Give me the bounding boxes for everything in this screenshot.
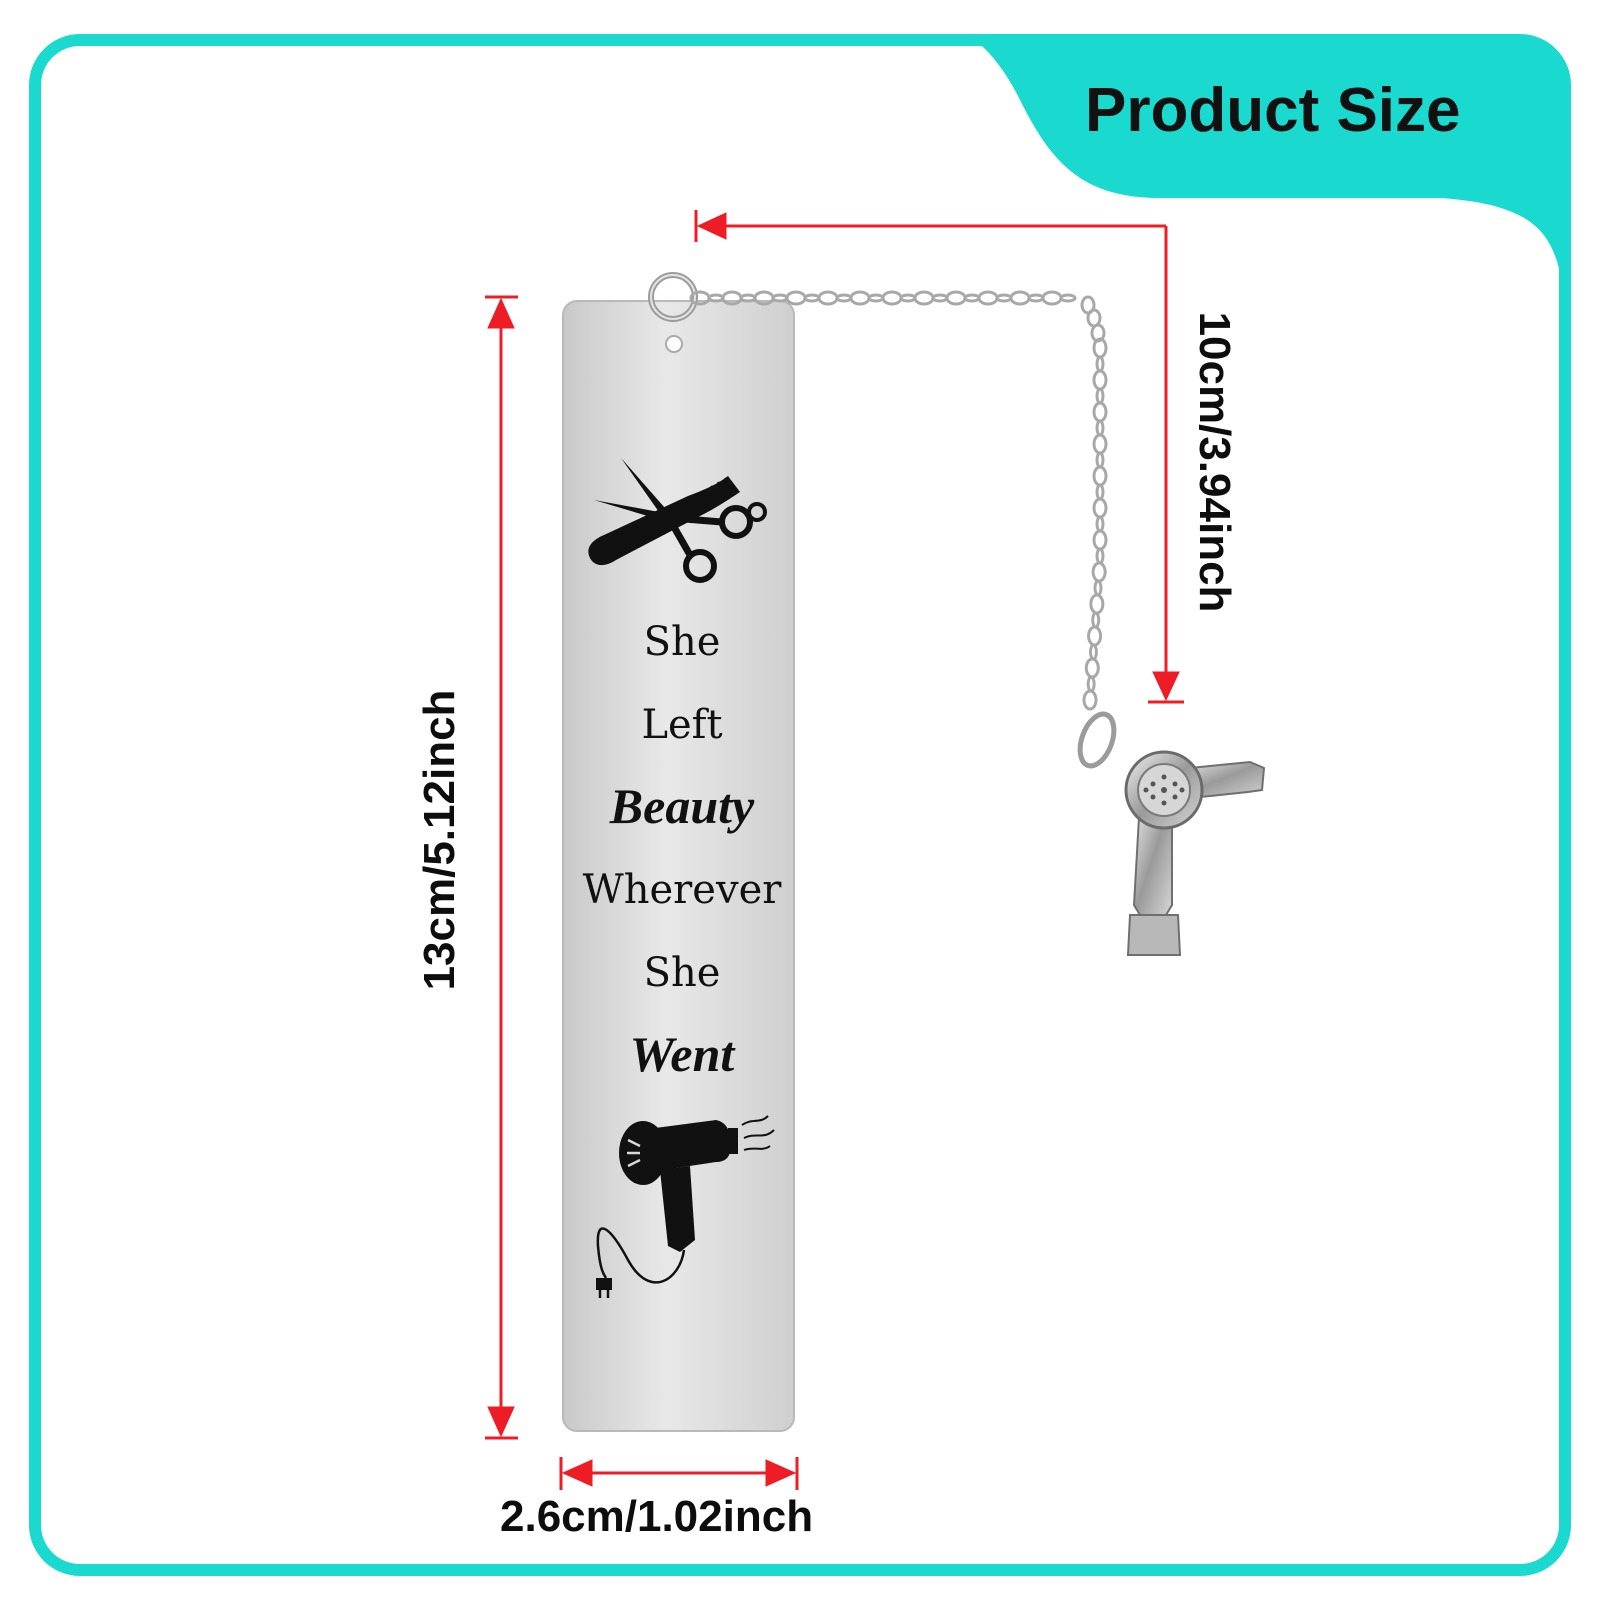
height-dimension-label: 13cm/5.12inch bbox=[415, 689, 464, 991]
chain-link bbox=[803, 293, 821, 303]
chain-link bbox=[1095, 419, 1105, 437]
chain-link bbox=[899, 293, 917, 303]
chain-link bbox=[785, 290, 807, 306]
bookmark-text-line: Wherever bbox=[582, 867, 782, 913]
chain-link bbox=[1092, 529, 1108, 551]
chain-link bbox=[1009, 290, 1031, 306]
height-arrow bbox=[485, 295, 518, 1440]
chain-link bbox=[1095, 387, 1105, 405]
bookmark-text-line: Left bbox=[641, 702, 723, 748]
ring-icon bbox=[648, 272, 698, 322]
chain-link bbox=[1089, 593, 1105, 615]
chain-link bbox=[1088, 643, 1098, 661]
chain-link bbox=[707, 293, 725, 303]
chain-link bbox=[995, 293, 1013, 303]
chain-length-label: 10cm/3.94inch bbox=[1190, 311, 1239, 613]
chain-link bbox=[1092, 465, 1108, 487]
chain-link bbox=[963, 293, 981, 303]
chain-link bbox=[739, 293, 757, 303]
teal-frame bbox=[29, 34, 1571, 1576]
chain-link bbox=[835, 293, 853, 303]
bookmark-text-line: She bbox=[643, 950, 721, 996]
chain-link bbox=[1093, 579, 1103, 597]
chain-link bbox=[1087, 625, 1103, 647]
chain-link bbox=[1092, 497, 1108, 519]
chain-link bbox=[1095, 547, 1105, 565]
chain-arrow bbox=[694, 210, 1184, 704]
hair-dryer-charm-icon bbox=[1077, 711, 1266, 956]
chain-link bbox=[1086, 675, 1096, 693]
chain-link bbox=[849, 290, 871, 306]
chain-link bbox=[1095, 355, 1105, 373]
chain-link bbox=[1092, 401, 1108, 423]
chain-link bbox=[1092, 433, 1108, 455]
chain-link bbox=[1027, 293, 1045, 303]
chain-link bbox=[1095, 483, 1105, 501]
chain-link bbox=[1095, 451, 1105, 469]
chain-link bbox=[977, 290, 999, 306]
chain-icon bbox=[689, 290, 1108, 711]
chain-link bbox=[771, 293, 789, 303]
chain-link bbox=[945, 290, 967, 306]
chain-link bbox=[1092, 369, 1108, 391]
chain-link bbox=[913, 290, 935, 306]
chain-link bbox=[1059, 293, 1077, 303]
chain-link bbox=[1082, 689, 1098, 711]
chain-link bbox=[1091, 561, 1107, 583]
chain-link bbox=[1095, 515, 1105, 533]
scissors-comb-icon bbox=[588, 458, 767, 583]
chain-link bbox=[867, 293, 885, 303]
chain-link bbox=[817, 290, 839, 306]
chain-link bbox=[931, 293, 949, 303]
chain-link bbox=[1084, 657, 1100, 679]
page-title: Product Size bbox=[1085, 76, 1461, 145]
bookmark-text-line: Beauty bbox=[609, 778, 755, 834]
hair-dryer-icon bbox=[596, 1115, 775, 1298]
chain-link bbox=[1041, 290, 1063, 306]
bookmark-text-line: Went bbox=[629, 1026, 735, 1082]
chain-link bbox=[881, 290, 903, 306]
bookmark-text-line: She bbox=[643, 619, 721, 665]
width-dimension-label: 2.6cm/1.02inch bbox=[500, 1492, 814, 1541]
width-arrow bbox=[559, 1457, 799, 1490]
chain-link bbox=[1091, 611, 1101, 629]
